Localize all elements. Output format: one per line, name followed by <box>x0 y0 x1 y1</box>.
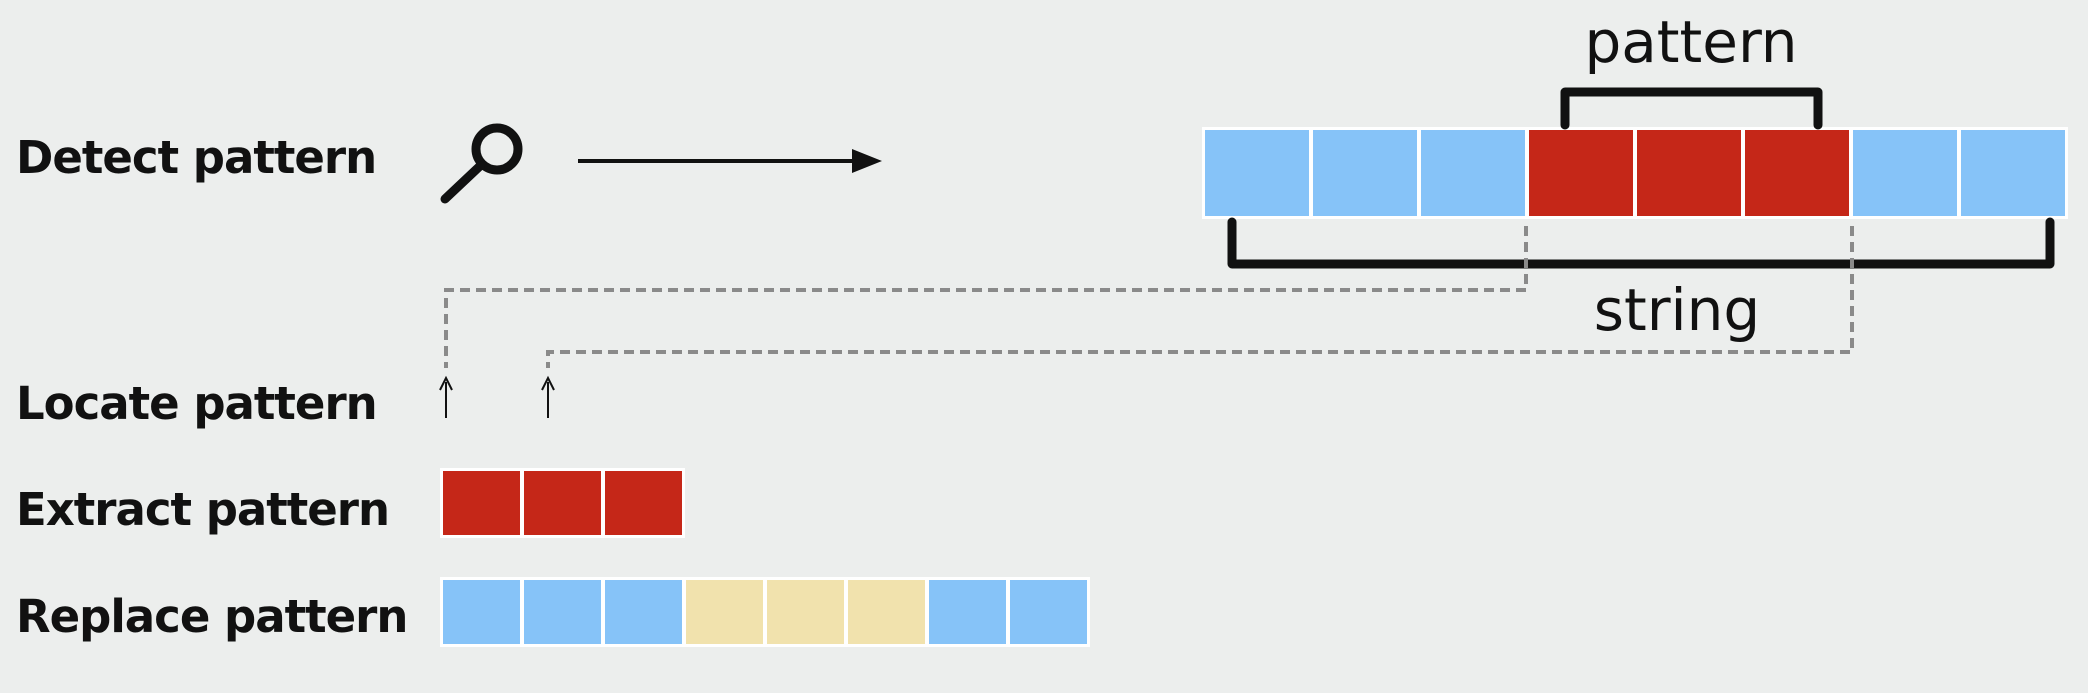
cell-blue <box>1010 580 1087 644</box>
step-replace-label: Replace pattern <box>16 590 408 643</box>
cell-beige <box>767 580 844 644</box>
magnifier-icon <box>440 123 523 204</box>
string-caption: string <box>1594 276 1761 344</box>
cell-blue <box>1961 130 2065 216</box>
locate-end-connector <box>546 226 1854 368</box>
extracted-cells <box>440 468 685 538</box>
cell-red <box>605 471 682 535</box>
step-detect-label: Detect pattern <box>16 131 377 184</box>
cell-beige <box>686 580 763 644</box>
cell-red <box>1529 130 1633 216</box>
cell-blue <box>605 580 682 644</box>
arrow-up-icon <box>541 375 555 418</box>
cell-blue <box>1205 130 1309 216</box>
cell-red <box>443 471 520 535</box>
cell-blue <box>929 580 1006 644</box>
string-cells <box>1202 127 2068 219</box>
arrow-up-icon <box>439 375 453 418</box>
pattern-caption: pattern <box>1584 8 1797 76</box>
pattern-bracket <box>1560 87 1823 130</box>
cell-blue <box>1853 130 1957 216</box>
cell-beige <box>848 580 925 644</box>
cell-blue <box>443 580 520 644</box>
cell-blue <box>1421 130 1525 216</box>
string-bracket <box>1227 217 2055 269</box>
cell-blue <box>1313 130 1417 216</box>
cell-red <box>1637 130 1741 216</box>
cell-red <box>1745 130 1849 216</box>
replaced-cells <box>440 577 1090 647</box>
locate-start-connector <box>444 226 1528 368</box>
step-locate-label: Locate pattern <box>16 377 378 430</box>
cell-red <box>524 471 601 535</box>
step-extract-label: Extract pattern <box>16 483 390 536</box>
cell-blue <box>524 580 601 644</box>
arrow-right-icon <box>578 149 882 173</box>
